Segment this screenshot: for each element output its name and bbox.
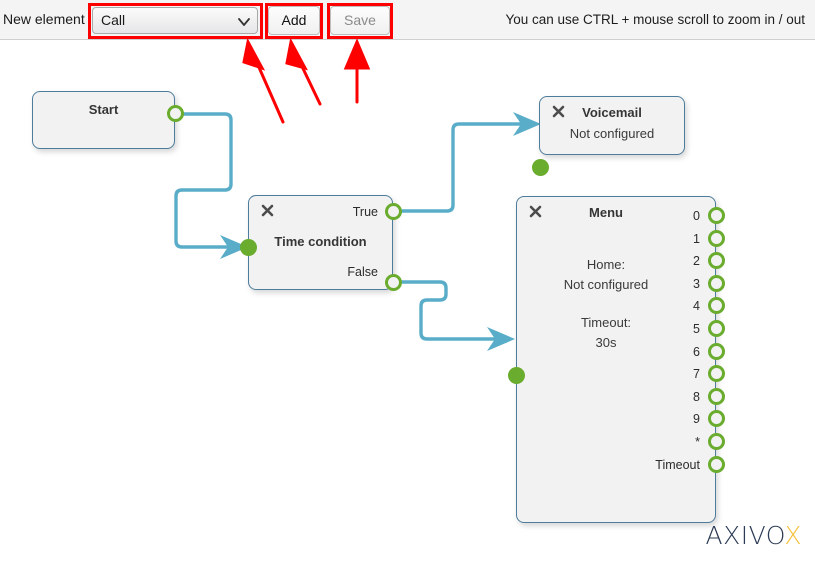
chevron-down-icon: [238, 17, 250, 27]
node-menu-output-port-3[interactable]: [708, 274, 725, 292]
node-menu-port-label-9: 9: [693, 412, 700, 427]
port-label-false: False: [347, 265, 378, 279]
node-menu-port-label-Timeout: Timeout: [655, 457, 700, 472]
node-menu-output-port-8[interactable]: [708, 387, 725, 405]
node-menu-port-label-8: 8: [693, 389, 700, 404]
node-menu[interactable]: Menu Home: Not configured Timeout: 30s: [516, 196, 716, 523]
close-icon[interactable]: [529, 205, 542, 218]
zoom-hint-text: You can use CTRL + mouse scroll to zoom …: [505, 12, 805, 27]
connector-arrowheads: [220, 112, 541, 351]
close-icon[interactable]: [552, 105, 565, 118]
node-voicemail-input-port[interactable]: [532, 159, 549, 176]
node-menu-output-port-0[interactable]: [708, 207, 725, 224]
node-menu-home-label: Home:: [586, 257, 626, 272]
node-menu-home-value: Not configured: [563, 277, 649, 292]
node-time-condition-output-true[interactable]: [385, 203, 402, 220]
node-menu-port-label-1: 1: [693, 231, 700, 246]
connector-wires: [174, 112, 523, 341]
close-icon[interactable]: [261, 204, 274, 217]
toolbar: New element Call Add Save You can use CT…: [0, 0, 815, 40]
node-menu-title: Menu: [589, 205, 623, 220]
add-button[interactable]: Add: [268, 6, 320, 35]
node-voicemail-status: Not configured: [569, 126, 655, 141]
node-menu-output-port-Timeout[interactable]: [708, 455, 725, 473]
node-menu-output-port-6[interactable]: [708, 342, 725, 360]
node-time-condition-title: Time condition: [274, 234, 367, 249]
node-menu-input-port[interactable]: [508, 367, 525, 384]
node-menu-timeout-value: 30s: [595, 335, 617, 350]
save-button[interactable]: Save: [330, 6, 390, 35]
node-voicemail-title: Voicemail: [582, 105, 642, 120]
node-menu-output-port-*[interactable]: [708, 433, 725, 450]
node-menu-output-port-1[interactable]: [708, 229, 725, 247]
node-time-condition-output-false[interactable]: [385, 274, 402, 291]
node-time-condition-input-port[interactable]: [240, 239, 257, 256]
new-element-select[interactable]: Call: [92, 7, 258, 34]
node-voicemail[interactable]: Voicemail Not configured: [539, 96, 685, 155]
logo-text-accent: X: [784, 521, 802, 550]
node-start-output-port[interactable]: [167, 105, 184, 122]
node-menu-output-port-2[interactable]: [708, 252, 725, 270]
logo-text-dark: AXIVO: [705, 521, 785, 550]
node-menu-output-port-5[interactable]: [708, 320, 725, 337]
node-time-condition[interactable]: Time condition True False: [248, 195, 393, 290]
node-menu-output-port-7[interactable]: [708, 365, 725, 383]
node-menu-output-port-9[interactable]: [708, 410, 725, 428]
node-menu-port-label-2: 2: [693, 254, 700, 269]
new-element-select-value: Call: [101, 12, 126, 28]
node-menu-port-label-5: 5: [693, 322, 700, 336]
node-menu-port-label-4: 4: [693, 299, 700, 314]
new-element-label: New element: [3, 11, 85, 27]
node-menu-output-port-4[interactable]: [708, 297, 725, 315]
node-menu-port-label-6: 6: [693, 344, 700, 359]
node-menu-timeout-label: Timeout:: [580, 315, 632, 330]
node-start-title: Start: [88, 102, 119, 117]
axivox-logo: AXIVOX: [706, 521, 802, 550]
node-menu-port-label-*: *: [695, 435, 700, 449]
node-menu-port-label-3: 3: [693, 276, 700, 291]
port-label-true: True: [352, 205, 378, 219]
flow-canvas[interactable]: Start Time condition True False Voicemai…: [0, 41, 815, 562]
node-menu-port-label-7: 7: [693, 367, 700, 382]
node-menu-port-label-0: 0: [693, 209, 700, 223]
node-start[interactable]: Start: [32, 91, 175, 149]
